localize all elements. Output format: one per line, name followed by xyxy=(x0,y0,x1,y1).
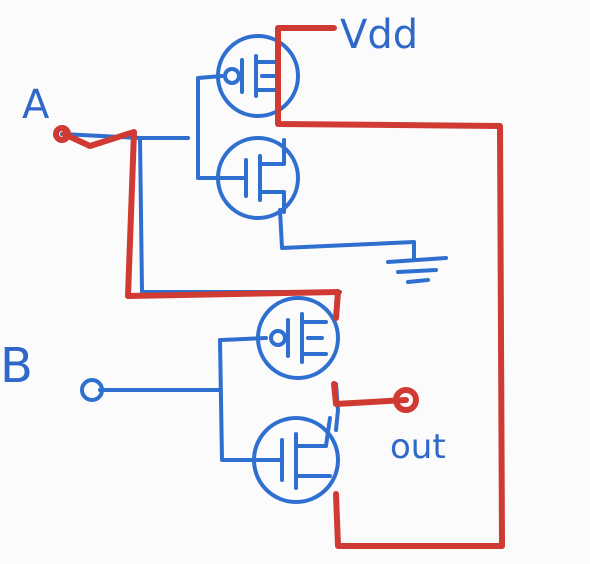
nmos-transistor-b xyxy=(252,416,340,504)
nmos-transistor-a xyxy=(216,136,300,220)
output-terminal xyxy=(393,387,419,413)
gate-a-bus xyxy=(196,74,224,180)
ground-icon xyxy=(386,240,448,284)
pmos-transistor-b xyxy=(256,296,340,380)
ground-wire xyxy=(278,208,416,250)
vdd-label: Vdd xyxy=(340,12,418,58)
highlighted-path xyxy=(53,25,505,549)
red-series-wire xyxy=(61,129,341,321)
output-label: out xyxy=(390,427,446,467)
red-vdd-loop xyxy=(275,25,505,549)
input-b-label: B xyxy=(0,338,33,394)
inversion-bubble-icon xyxy=(223,67,241,85)
input-a-label: A xyxy=(22,82,50,128)
pmos-transistor-a xyxy=(216,34,300,118)
inversion-bubble-icon xyxy=(269,329,287,347)
red-output-wire xyxy=(331,381,409,407)
input-b-terminal xyxy=(80,378,104,402)
